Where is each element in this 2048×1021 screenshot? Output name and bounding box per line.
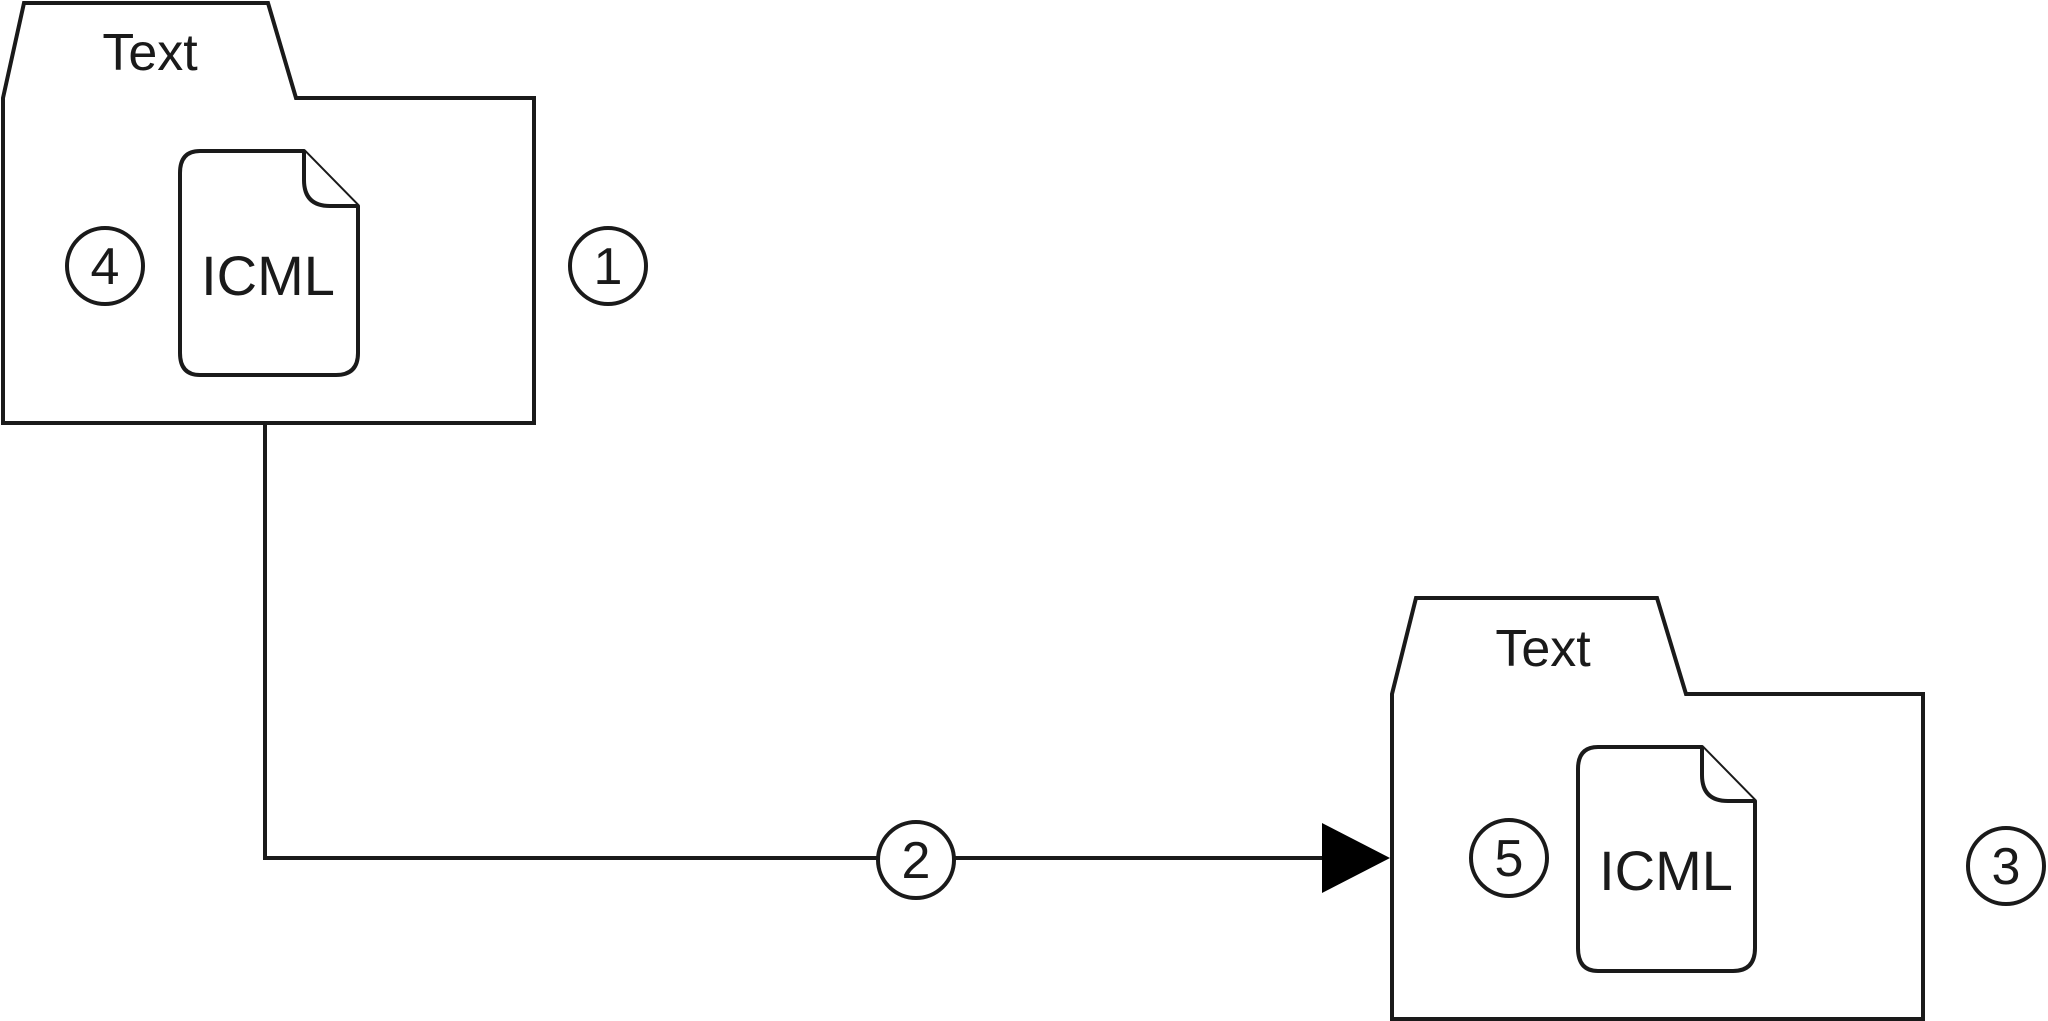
source-folder-outline xyxy=(1,1,536,425)
source-file-label: ICML xyxy=(201,244,335,307)
connector-line xyxy=(263,423,1325,860)
marker-1-circle xyxy=(568,226,648,306)
target-folder-outline xyxy=(1390,596,1925,1021)
marker-4: 4 xyxy=(65,226,145,306)
target-folder: Text ICML xyxy=(1390,596,1925,1021)
target-file-label: ICML xyxy=(1599,839,1733,902)
target-file-fold-icon xyxy=(1700,747,1755,803)
marker-2-circle xyxy=(876,820,956,900)
marker-1: 1 xyxy=(568,226,648,306)
marker-2-number: 2 xyxy=(902,832,931,890)
target-file-icon xyxy=(1576,745,1757,973)
marker-4-circle xyxy=(65,226,145,306)
marker-5-number: 5 xyxy=(1495,830,1524,888)
arrowhead-icon xyxy=(1322,823,1390,893)
transfer-connector xyxy=(263,423,1390,893)
marker-3-number: 3 xyxy=(1992,838,2021,896)
source-file-fold-icon xyxy=(302,151,358,208)
source-file-icon xyxy=(178,149,360,377)
source-file: ICML xyxy=(178,149,360,377)
marker-3-circle xyxy=(1966,826,2046,906)
source-folder: Text ICML xyxy=(1,1,536,425)
target-folder-title: Text xyxy=(1495,620,1591,678)
marker-3: 3 xyxy=(1966,826,2046,906)
source-folder-title: Text xyxy=(102,24,198,82)
marker-2: 2 xyxy=(876,820,956,900)
marker-5-circle xyxy=(1469,818,1549,898)
marker-4-number: 4 xyxy=(91,238,120,296)
target-file: ICML xyxy=(1576,745,1757,973)
marker-1-number: 1 xyxy=(594,238,623,296)
marker-5: 5 xyxy=(1469,818,1549,898)
